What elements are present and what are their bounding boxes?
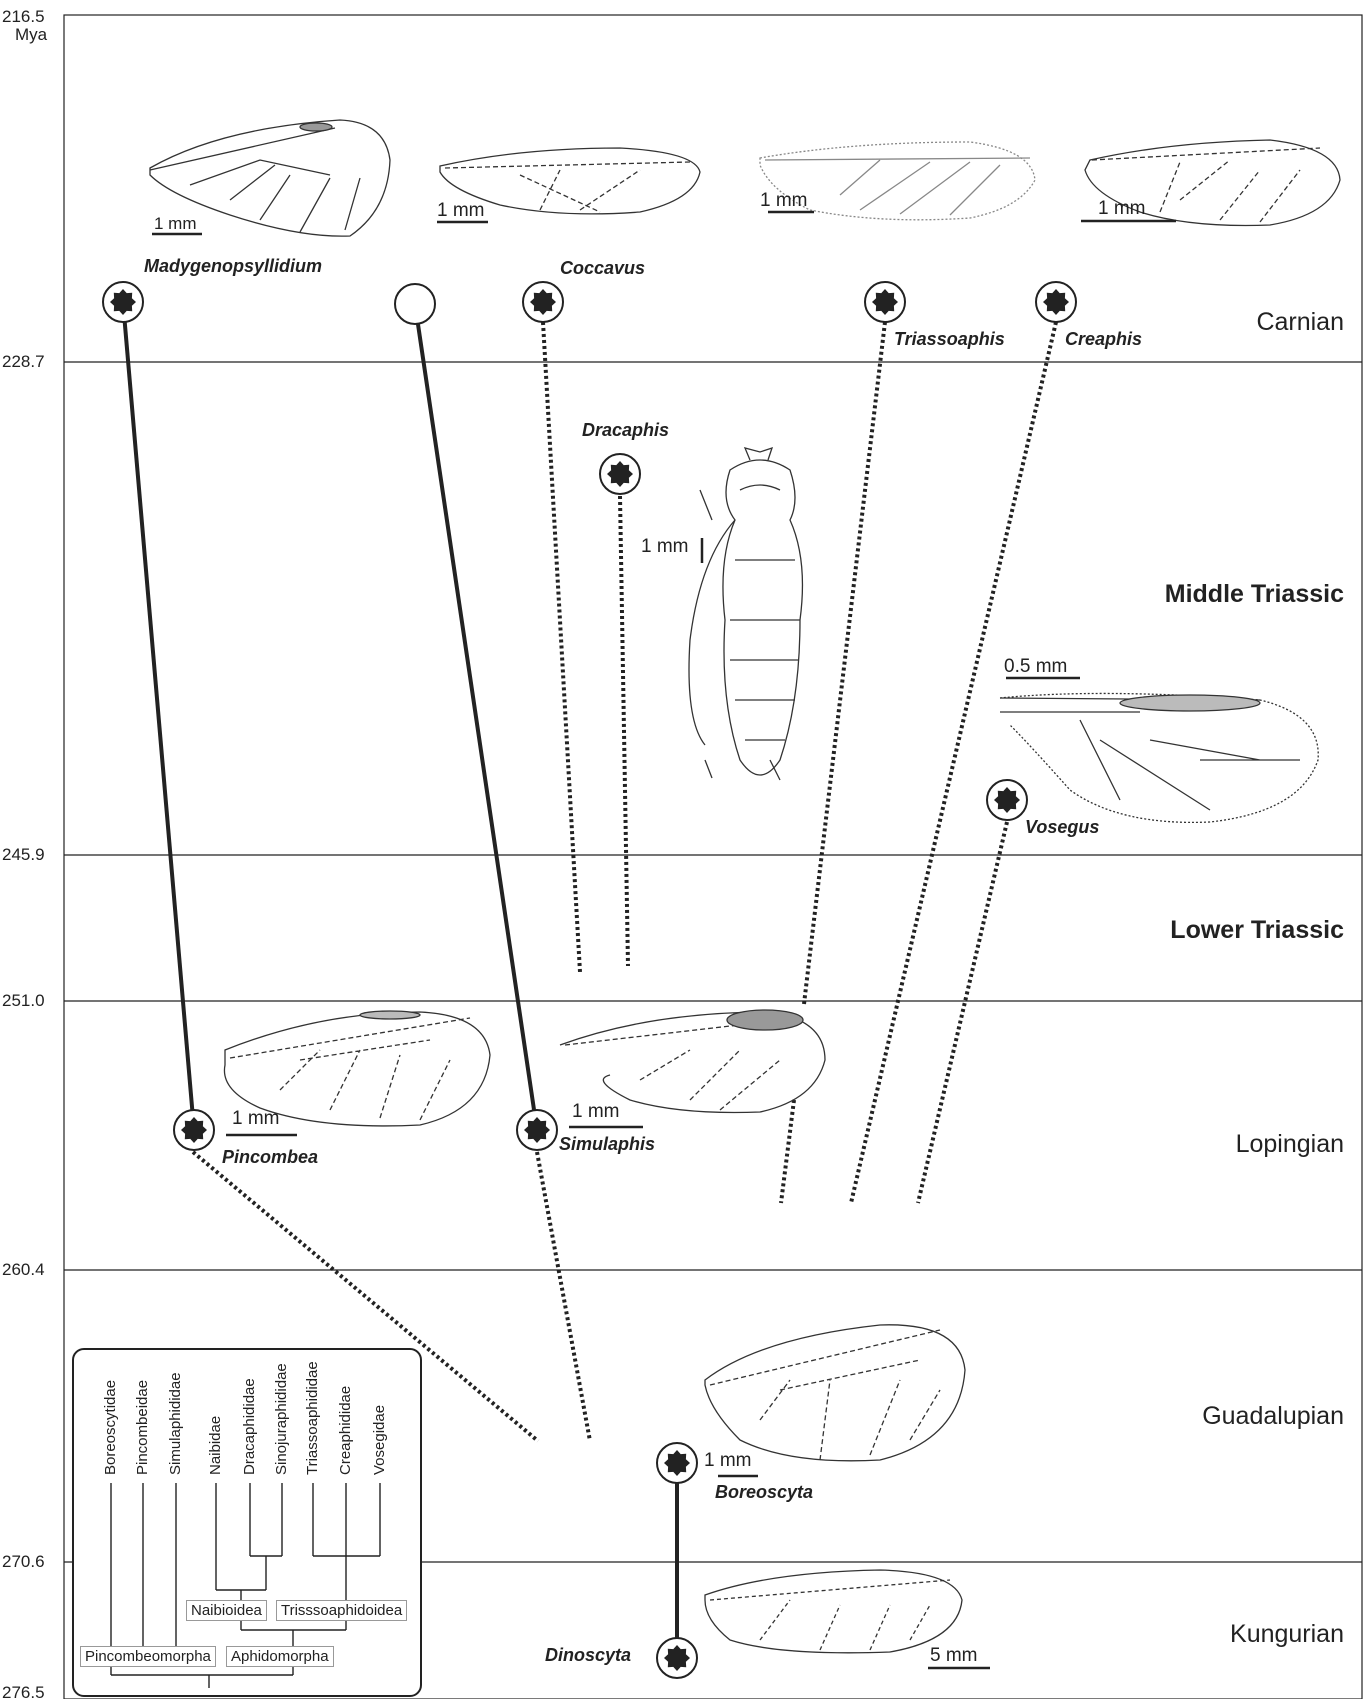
family-dracaphididae: Dracaphididae [241, 1378, 258, 1475]
taxon-vosegus: Vosegus [1025, 817, 1099, 838]
ghost-lineage-triassoaphis [804, 322, 885, 1004]
tick-unit: Mya [2, 26, 47, 44]
scale-label-simulaphis: 1 mm [572, 1101, 620, 1123]
fossil-marker-simulaphis [517, 1110, 557, 1150]
taxon-coccavus: Coccavus [560, 258, 645, 279]
taxon-triassoaphis: Triassoaphis [894, 329, 1005, 350]
tick-216-5: 216.5 Mya [2, 8, 47, 44]
clade-trisssoaphidoidea: Trisssoaphidoidea [276, 1600, 407, 1621]
clade-pincombeomorpha: Pincombeomorpha [80, 1646, 216, 1667]
family-triassoaphididae: Triassoaphididae [304, 1361, 321, 1475]
taxon-dracaphis: Dracaphis [582, 420, 669, 441]
body-dracaphis [689, 448, 802, 780]
family-vosegidae: Vosegidae [371, 1405, 388, 1475]
lineage-unknown-simulaphis [415, 304, 537, 1130]
taxon-madygenopsyllidium: Madygenopsyllidium [144, 256, 322, 277]
ghost-lineage-dracaphis [620, 496, 628, 966]
scale-label-boreoscyta: 1 mm [704, 1450, 752, 1472]
stage-label-kungurian: Kungurian [1230, 1620, 1344, 1649]
fossil-marker-pincombea [174, 1110, 214, 1150]
taxon-boreoscyta: Boreoscyta [715, 1482, 813, 1503]
tick-245-9: 245.9 [2, 846, 45, 864]
lineage-madygeno-pincombea [123, 302, 194, 1130]
clade-aphidomorpha: Aphidomorpha [226, 1646, 334, 1667]
wing-dinoscyta [705, 1570, 962, 1653]
taxon-pincombea: Pincombea [222, 1147, 318, 1168]
tick-270-6: 270.6 [2, 1553, 45, 1571]
family-pincombeidae: Pincombeidae [134, 1380, 151, 1475]
fossil-marker-triassoaphis [865, 282, 905, 322]
taxon-dinoscyta: Dinoscyta [545, 1645, 631, 1666]
scale-label-dinoscyta: 5 mm [930, 1645, 978, 1667]
cladogram-inset: Boreoscytidae Pincombeidae Simulaphidida… [72, 1348, 422, 1697]
stage-label-carnian: Carnian [1256, 308, 1344, 337]
tick-228-7: 228.7 [2, 353, 45, 371]
fossil-marker-dinoscyta [657, 1638, 697, 1678]
fossil-marker-creaphis [1036, 282, 1076, 322]
stage-label-guadalupian: Guadalupian [1202, 1402, 1344, 1431]
ghost-lineage-creaphis [851, 322, 1056, 1203]
unknown-marker-empty-circle [395, 284, 435, 324]
tick-value: 216.5 [2, 8, 47, 26]
fossil-marker-vosegus [987, 780, 1027, 820]
ghost-lineage-lopingian-stub [781, 1100, 794, 1203]
scale-label-madygeno: 1 mm [154, 214, 197, 234]
taxon-simulaphis: Simulaphis [559, 1134, 655, 1155]
scale-label-dracaphis: 1 mm [641, 536, 689, 558]
tick-276-5: 276.5 [2, 1684, 45, 1702]
fossil-marker-madygenopsyllidium [103, 282, 143, 322]
taxon-creaphis: Creaphis [1065, 329, 1142, 350]
wing-simulaphis [560, 1010, 825, 1113]
stage-label-middle-triassic: Middle Triassic [1165, 580, 1344, 609]
wing-vosegus [1000, 693, 1318, 822]
scale-label-coccavus: 1 mm [437, 200, 485, 222]
scale-label-vosegus: 0.5 mm [1004, 656, 1067, 678]
fossil-marker-coccavus [523, 282, 563, 322]
fossil-marker-dracaphis [600, 454, 640, 494]
fossil-marker-boreoscyta [657, 1443, 697, 1483]
scale-label-triassoaphis: 1 mm [760, 190, 808, 212]
stage-label-lopingian: Lopingian [1236, 1130, 1344, 1159]
clade-naibioidea: Naibioidea [186, 1600, 267, 1621]
family-naibidae: Naibidae [207, 1416, 224, 1475]
wing-boreoscyta [705, 1325, 965, 1461]
stage-label-lower-triassic: Lower Triassic [1170, 916, 1344, 945]
family-creaphididae: Creaphididae [337, 1386, 354, 1475]
family-sinojuraphididae: Sinojuraphididae [273, 1363, 290, 1475]
ghost-lineage-simulaphis [537, 1152, 590, 1441]
scale-label-creaphis: 1 mm [1098, 198, 1146, 220]
tick-260-4: 260.4 [2, 1261, 45, 1279]
ghost-lineage-coccavus [543, 322, 580, 972]
family-boreoscytidae: Boreoscytidae [102, 1380, 119, 1475]
scale-label-pincombea: 1 mm [232, 1108, 280, 1130]
ghost-lineage-vosegus [918, 822, 1007, 1203]
family-simulaphididae: Simulaphididae [167, 1372, 184, 1475]
tick-251-0: 251.0 [2, 992, 45, 1010]
